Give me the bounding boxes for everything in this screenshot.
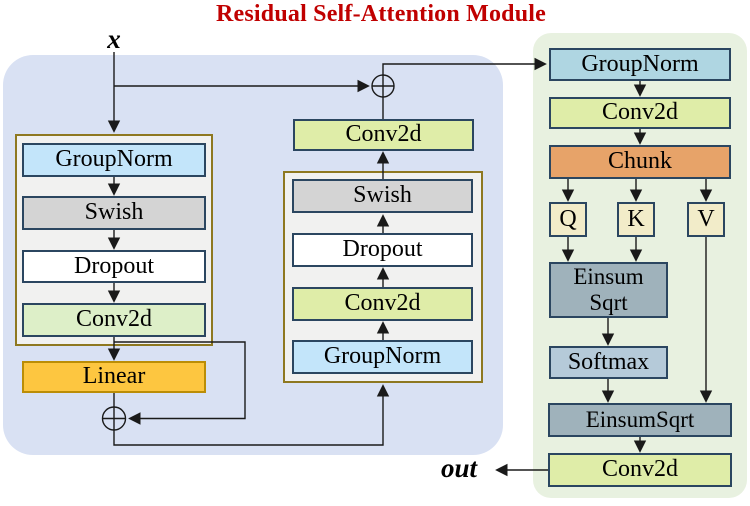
- block-einsum-sqrt: Einsum Sqrt: [549, 262, 668, 318]
- block-linear: Linear: [22, 361, 206, 393]
- block-chunk: Chunk: [549, 145, 731, 179]
- output-label-out: out: [440, 453, 478, 483]
- input-label-x: x: [107, 24, 121, 54]
- block-conv2d-mid: Conv2d: [292, 287, 473, 321]
- block-dropout-mid: Dropout: [292, 233, 473, 267]
- block-einsumsqrt: EinsumSqrt: [548, 403, 732, 437]
- block-dropout-left: Dropout: [22, 250, 206, 283]
- block-conv2d-left: Conv2d: [22, 303, 206, 337]
- block-conv2d-mid-top: Conv2d: [293, 119, 474, 151]
- block-softmax: Softmax: [549, 346, 668, 379]
- block-swish-left: Swish: [22, 196, 206, 230]
- block-v: V: [687, 202, 725, 237]
- block-conv2d-attention-in: Conv2d: [549, 97, 731, 129]
- diagram-title: Residual Self-Attention Module: [216, 1, 546, 27]
- block-groupnorm-mid: GroupNorm: [292, 340, 473, 374]
- block-groupnorm-left: GroupNorm: [22, 143, 206, 177]
- block-q: Q: [549, 202, 587, 237]
- block-groupnorm-attention: GroupNorm: [549, 48, 731, 81]
- block-k: K: [617, 202, 655, 237]
- block-conv2d-attention-out: Conv2d: [548, 453, 732, 487]
- block-swish-mid: Swish: [292, 179, 473, 213]
